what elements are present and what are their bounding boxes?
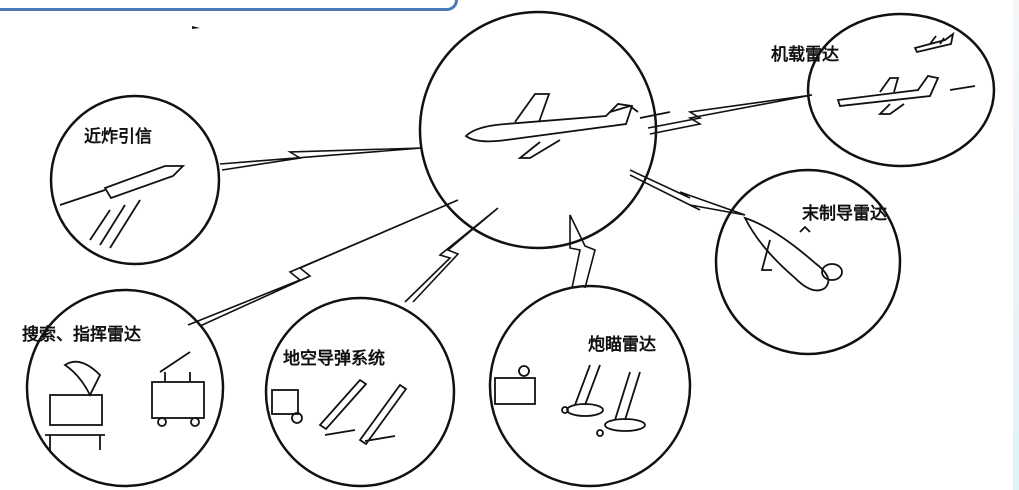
aircraft-icon — [464, 93, 671, 159]
fire-control-radar-circle — [488, 284, 692, 488]
search-command-radar-circle — [25, 288, 225, 488]
aa-gun-icon — [494, 364, 646, 437]
label-sam-system: 地空导弹系统 — [283, 348, 385, 369]
link-fire-control-radar — [569, 214, 596, 289]
slide-edge — [1013, 0, 1019, 490]
link-search-radar — [187, 199, 459, 327]
fighter-jets-icon — [836, 31, 976, 115]
sam-launcher-icon — [271, 378, 408, 446]
ground-radar-icon — [45, 351, 205, 450]
label-search-command-radar: 搜索、指挥雷达 — [22, 324, 141, 345]
terminal-guidance-radar-circle — [714, 168, 902, 356]
signal-links — [187, 94, 813, 327]
label-fire-control-radar: 炮瞄雷达 — [588, 334, 656, 355]
proximity-fuze-circle — [49, 94, 221, 266]
label-proximity-fuze: 近炸引信 — [84, 126, 152, 147]
airborne-radar-circle — [806, 12, 996, 168]
sam-system-circle — [264, 296, 456, 488]
label-airborne-radar: 机载雷达 — [771, 44, 839, 65]
slide-frame-border — [0, 0, 458, 11]
missile-fuze-icon — [59, 165, 186, 249]
guided-missile-icon — [743, 216, 843, 292]
center-aircraft-circle — [418, 10, 658, 250]
link-sam-system — [404, 207, 499, 303]
link-airborne-radar — [647, 94, 813, 135]
stray-mark — [192, 26, 200, 29]
link-proximity-fuze — [219, 147, 423, 171]
label-terminal-guidance-radar: 末制导雷达 — [802, 203, 887, 224]
link-terminal-guidance — [629, 169, 746, 216]
